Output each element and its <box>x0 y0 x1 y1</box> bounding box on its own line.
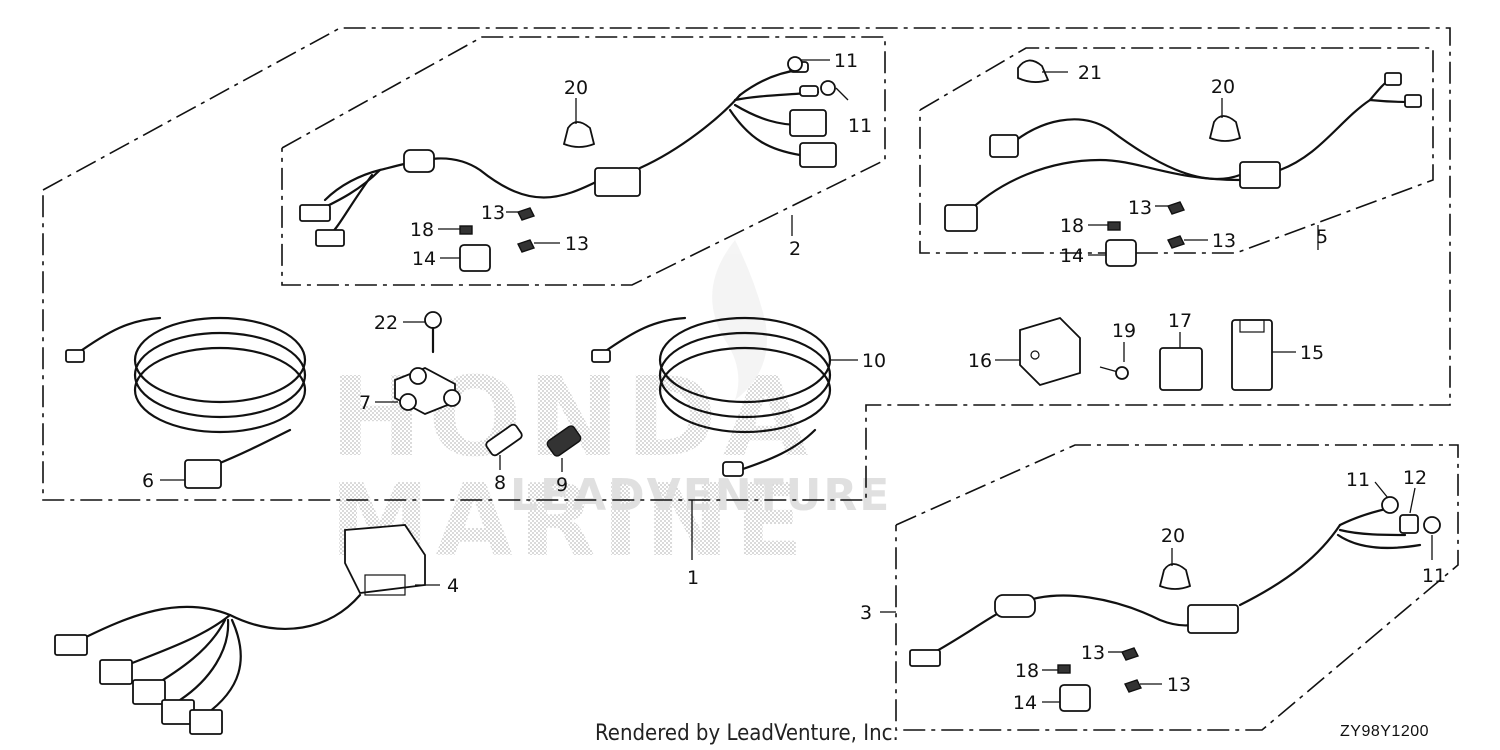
callout-1: 1 <box>687 567 699 589</box>
cable-coil-6 <box>65 316 307 489</box>
kit-1-outline <box>42 27 1451 501</box>
callout-2: 2 <box>789 238 801 260</box>
clip-20-kit5 <box>1208 115 1242 142</box>
kit-2-outline <box>281 36 886 286</box>
callout-14-kit5: 14 <box>1060 245 1084 267</box>
callout-13-kit2a: 13 <box>481 202 505 224</box>
callout-13-kit5b: 13 <box>1212 230 1236 252</box>
t-connector-7 <box>394 367 461 415</box>
callout-8: 8 <box>494 472 506 494</box>
callout-20-kit2: 20 <box>564 77 588 99</box>
callout-3: 3 <box>860 602 872 624</box>
callout-5: 5 <box>1316 226 1328 248</box>
callout-22: 22 <box>374 312 398 334</box>
watermark: HONDA MARINE LEADVENTURE <box>330 240 891 579</box>
clip-20-kit2 <box>562 121 596 148</box>
callouts: 1 2 3 4 5 6 7 8 9 10 11 11 11 11 12 13 1… <box>142 50 1446 714</box>
cover-17 <box>1159 347 1203 391</box>
callout-20-kit5: 20 <box>1211 76 1235 98</box>
leader-lines <box>160 59 1433 703</box>
terminator-8 <box>485 423 523 457</box>
watermark-sub: LEADVENTURE <box>510 470 891 521</box>
terminal-18-kit5 <box>1107 221 1121 231</box>
callout-11-kit2b: 11 <box>848 115 872 137</box>
terminal-13-kit3b <box>1124 679 1142 693</box>
callout-11-kit3a: 11 <box>1346 469 1370 491</box>
screw-22 <box>424 311 442 354</box>
grommet-11-kit3b <box>1423 516 1441 534</box>
callout-21: 21 <box>1078 62 1102 84</box>
callout-16: 16 <box>968 350 992 372</box>
callout-15: 15 <box>1300 342 1324 364</box>
grommet-11-kit3a <box>1381 496 1399 514</box>
harness-4 <box>54 524 426 735</box>
callout-13-kit3b: 13 <box>1167 674 1191 696</box>
screw-19 <box>1099 366 1129 380</box>
harness-2 <box>299 61 837 247</box>
callout-19: 19 <box>1112 320 1136 342</box>
callout-13-kit2b: 13 <box>565 233 589 255</box>
rendered-by-credit: Rendered by LeadVenture, Inc. <box>595 721 899 746</box>
callout-18-kit2: 18 <box>410 219 434 241</box>
callout-11-kit2a: 11 <box>834 50 858 72</box>
terminal-13-kit5b <box>1167 235 1185 249</box>
terminal-13-kit5a <box>1167 201 1185 215</box>
callout-20-kit3: 20 <box>1161 525 1185 547</box>
callout-18-kit3: 18 <box>1015 660 1039 682</box>
callout-11-kit3b: 11 <box>1422 565 1446 587</box>
callout-17: 17 <box>1168 310 1192 332</box>
diagram-code: ZY98Y1200 <box>1340 723 1429 740</box>
harness-3 <box>909 505 1422 667</box>
kit-5-outline <box>919 47 1434 254</box>
clip-21 <box>1017 59 1050 83</box>
watermark-flame-icon <box>712 240 767 400</box>
cap-12 <box>1399 514 1419 534</box>
terminator-9 <box>546 425 582 457</box>
terminals-13-kit2 <box>517 207 535 253</box>
callout-13-kit3a: 13 <box>1081 642 1105 664</box>
relay-15 <box>1231 319 1273 391</box>
kit-3-outline <box>895 444 1459 731</box>
callout-4: 4 <box>447 575 459 597</box>
callout-13-kit5a: 13 <box>1128 197 1152 219</box>
connector-14-kit2 <box>459 244 491 272</box>
connector-14-kit5 <box>1105 239 1137 267</box>
clip-20-kit3 <box>1158 563 1192 590</box>
callout-7: 7 <box>359 392 371 414</box>
terminal-18-kit2 <box>459 225 473 235</box>
callout-14-kit3: 14 <box>1013 692 1037 714</box>
callout-14-kit2: 14 <box>412 248 436 270</box>
terminal-13-kit3a <box>1121 647 1139 661</box>
connector-14-kit3 <box>1059 684 1091 712</box>
bracket-16 <box>1019 316 1081 387</box>
grommet-11-kit2 <box>787 56 836 96</box>
harness-5 <box>944 72 1422 232</box>
callout-6: 6 <box>142 470 154 492</box>
callout-9: 9 <box>556 474 568 496</box>
terminal-18-kit3 <box>1057 664 1071 674</box>
callout-10: 10 <box>862 350 886 372</box>
callout-12: 12 <box>1403 467 1427 489</box>
callout-18-kit5: 18 <box>1060 215 1084 237</box>
